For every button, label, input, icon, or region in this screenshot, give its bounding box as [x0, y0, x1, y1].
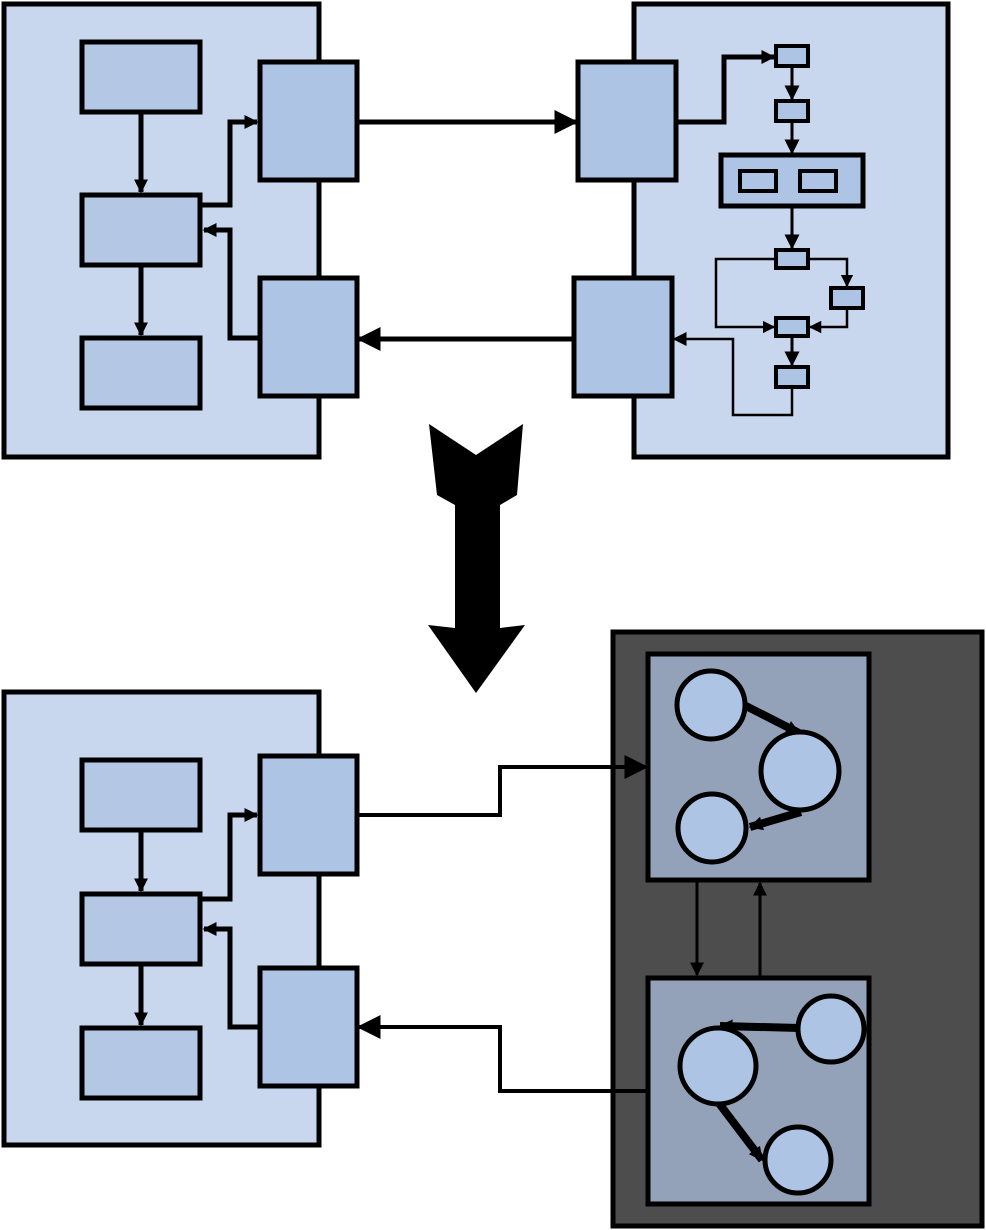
upper-right-port-out [571, 275, 675, 399]
node-bottom-1 [795, 993, 867, 1065]
small-box-2 [774, 99, 810, 123]
node-edge-top-2 [748, 808, 803, 831]
group-inner-box-1 [738, 169, 778, 193]
small-box-3 [774, 248, 810, 270]
upper-right-arrow-6 [714, 257, 776, 334]
small-box-4 [829, 286, 865, 310]
upper-right-arrow-entry [676, 50, 776, 125]
node-edge-bottom-1 [718, 1019, 801, 1034]
lower-left-arrow-4 [202, 922, 260, 1030]
lower-dark-module [610, 629, 985, 1229]
small-box-5 [774, 316, 810, 338]
group-inner-box-2 [798, 169, 838, 193]
upper-right-port-in [575, 59, 679, 183]
upper-left-port-out [257, 59, 360, 183]
upper-left-module [1, 1, 360, 460]
node-edge-bottom-2 [714, 1099, 766, 1163]
lower-left-module [1, 689, 360, 1148]
lower-left-box-middle [79, 891, 203, 967]
lower-left-box-top [79, 757, 203, 833]
small-box-6 [774, 365, 810, 389]
lower-left-port-out [257, 753, 360, 877]
lower-left-port-in [257, 965, 360, 1089]
upper-left-box-bottom [79, 335, 203, 411]
upper-right-module [571, 1, 951, 460]
upper-left-box-middle [79, 192, 203, 268]
upper-left-port-in [257, 275, 360, 399]
lower-left-arrow-3 [200, 808, 259, 902]
upper-right-arrow-exit [672, 332, 794, 417]
upper-left-arrow-4 [202, 223, 260, 341]
small-box-1 [774, 44, 810, 68]
upper-right-arrow-4 [808, 257, 854, 288]
upper-left-box-top [79, 39, 203, 115]
node-top-2 [758, 729, 842, 813]
lower-left-box-bottom [79, 1025, 203, 1101]
upper-left-arrow-3 [200, 115, 259, 208]
down-arrow-icon [428, 424, 525, 693]
node-edge-top-1 [740, 700, 801, 737]
node-bottom-3 [762, 1124, 834, 1196]
lower-connector-right [357, 755, 649, 817]
lower-connector-left [356, 1015, 648, 1093]
node-bottom-2 [677, 1025, 759, 1107]
node-top-1 [674, 668, 748, 742]
upper-right-arrow-5 [808, 308, 849, 334]
node-top-3 [675, 791, 749, 865]
